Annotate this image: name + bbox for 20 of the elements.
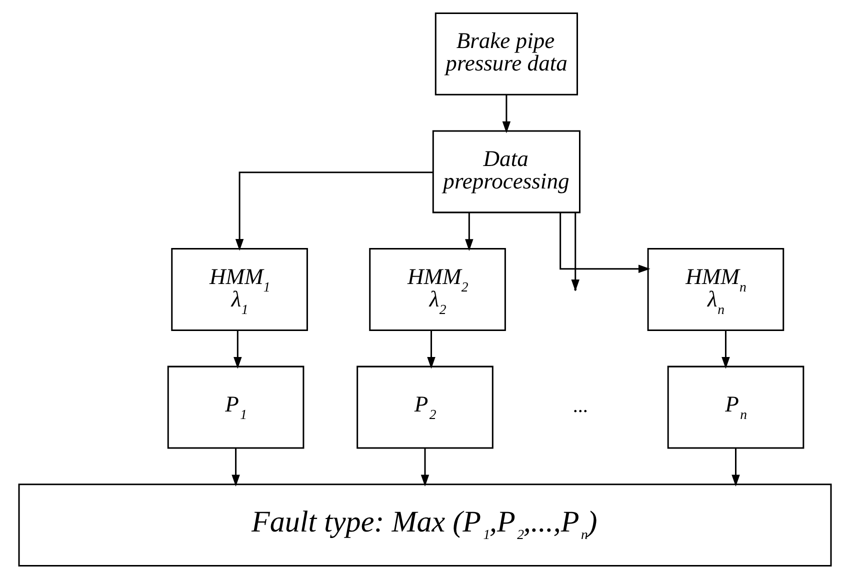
- arrow: [559, 212, 650, 273]
- arrow: [464, 212, 473, 251]
- arrow: [426, 330, 435, 369]
- label: ...: [572, 395, 588, 418]
- arrow: [420, 448, 429, 487]
- node-box: HMM$_{n}$ λ$_{n}$: [646, 248, 784, 331]
- arrow: [231, 448, 240, 487]
- node-box: HMM$_{1}$ λ$_{1}$: [170, 248, 308, 331]
- arrow: [731, 448, 740, 487]
- arrow: [502, 94, 510, 134]
- arrow: [721, 330, 730, 369]
- arrow: [234, 172, 432, 251]
- node-box: P$_{n}$: [666, 366, 804, 449]
- node-box: Data preprocessing: [432, 130, 580, 214]
- node-box: Fault type: Max (P$_{1}$,P$_{2}$,...,P$_{n}$): [18, 484, 832, 567]
- node-box: P$_{1}$: [166, 366, 304, 449]
- node-box: Brake pipe pressure data: [434, 12, 578, 96]
- node-box: HMM$_{2}$ λ$_{2}$: [368, 248, 506, 331]
- arrow: [233, 330, 242, 369]
- node-box: P$_{2}$: [356, 366, 493, 449]
